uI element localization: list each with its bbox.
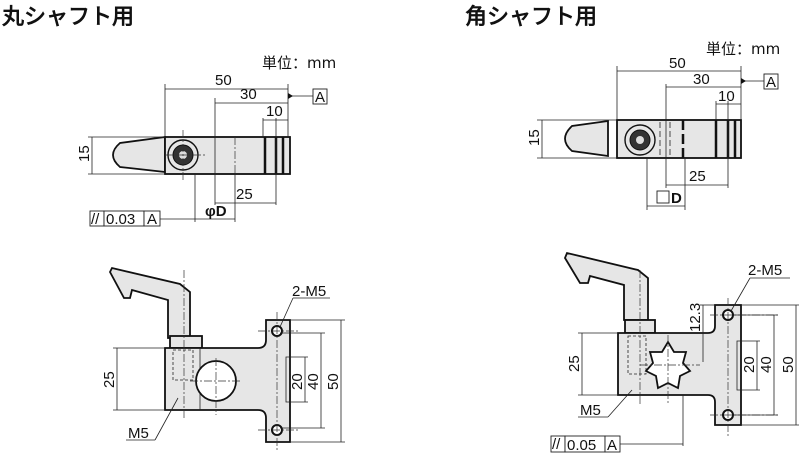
dim-d-sq: D	[671, 190, 682, 207]
svg-text://: //	[552, 436, 561, 453]
round-front-view: 25 20 40 50 2-M5 M5	[101, 266, 345, 452]
dim-20-sq: 20	[741, 356, 758, 373]
tolerance-frame-sq: // 0.05 A	[550, 435, 621, 454]
dim-25-front: 25	[101, 371, 118, 388]
dim-15: 15	[76, 145, 93, 162]
square-top-view: 50 30 10 A 15 25 D	[526, 55, 779, 210]
dim-25-front-sq: 25	[566, 355, 583, 372]
unit-label-left: 単位：mm	[262, 54, 336, 72]
dim-50-front-sq: 50	[780, 356, 797, 373]
label-2-m5: 2-M5	[292, 283, 326, 300]
square-symbol-icon	[656, 190, 670, 204]
dim-30-sq: 30	[693, 71, 710, 88]
dim-30: 30	[240, 86, 257, 103]
datum-a-sq: A	[766, 74, 776, 91]
dim-10-sq: 10	[718, 88, 735, 105]
lever-handle	[108, 266, 191, 339]
svg-text:0.05: 0.05	[567, 437, 596, 454]
svg-text://: //	[91, 211, 100, 228]
datum-a: A	[315, 89, 325, 106]
title-round-shaft: 丸シャフト用	[1, 5, 134, 30]
dim-50-sq: 50	[669, 55, 686, 72]
dim-phi-d: φD	[205, 203, 227, 220]
lever-handle-sq	[563, 251, 649, 321]
tolerance-frame: // 0.03 A	[89, 210, 161, 228]
dim-25-sq: 25	[689, 168, 706, 185]
dim-40: 40	[305, 373, 322, 390]
title-square-shaft: 角シャフト用	[465, 4, 597, 30]
square-front-view: 12.3 25 20 40 50 2-M5 M5 // 0.05 A	[550, 251, 799, 454]
svg-text:0.03: 0.03	[106, 211, 135, 228]
dim-12-3: 12.3	[687, 303, 704, 332]
lever-top	[112, 135, 166, 174]
lever-top-sq	[564, 119, 609, 158]
dim-10: 10	[266, 103, 283, 120]
svg-text:A: A	[607, 437, 617, 454]
dim-15-sq: 15	[526, 129, 543, 146]
dim-20: 20	[289, 373, 306, 390]
label-m5-sq: M5	[580, 402, 601, 419]
label-m5: M5	[128, 425, 149, 442]
svg-text:A: A	[147, 211, 157, 228]
unit-label-right: 単位：mm	[706, 40, 780, 58]
dim-50-front: 50	[325, 373, 342, 390]
label-2-m5-sq: 2-M5	[748, 262, 782, 279]
dim-50: 50	[215, 72, 232, 89]
dim-25: 25	[236, 186, 253, 203]
dim-40-sq: 40	[758, 356, 775, 373]
round-top-view: 50 30 10 A 15 25 φD // 0.03 A	[76, 72, 328, 228]
